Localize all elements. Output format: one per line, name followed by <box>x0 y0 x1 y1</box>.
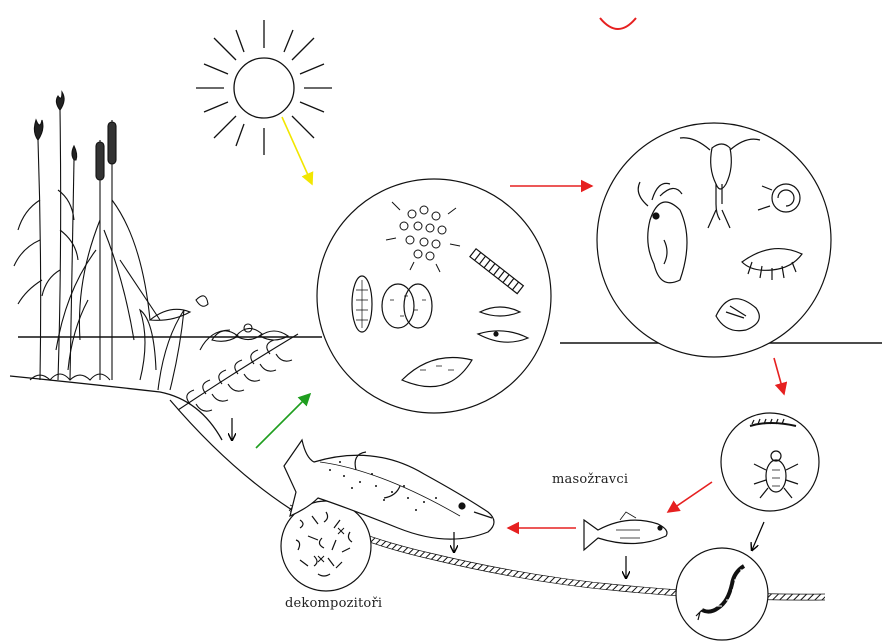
food-chain-arrow-zoo-insects <box>774 358 784 394</box>
sinking-arrow-insects <box>752 522 764 550</box>
worm-circle-icon <box>676 548 768 640</box>
decomposers-label: dekompozitoři <box>285 596 382 611</box>
food-chain-arrow-insects-fish <box>668 482 712 512</box>
reed-plants-icon <box>14 92 298 411</box>
sunlight-arrow <box>282 117 312 184</box>
red-arc-mark <box>600 18 636 29</box>
water-insects-circle-icon <box>721 413 819 511</box>
shore-line <box>10 376 222 440</box>
small-fish-icon <box>584 512 667 550</box>
zooplankton-circle-icon <box>597 123 831 357</box>
phytoplankton-circle-icon <box>317 179 551 413</box>
sun-icon <box>196 20 332 155</box>
lake-bed-thin <box>170 400 292 510</box>
carnivores-label: masožravci <box>552 472 628 487</box>
